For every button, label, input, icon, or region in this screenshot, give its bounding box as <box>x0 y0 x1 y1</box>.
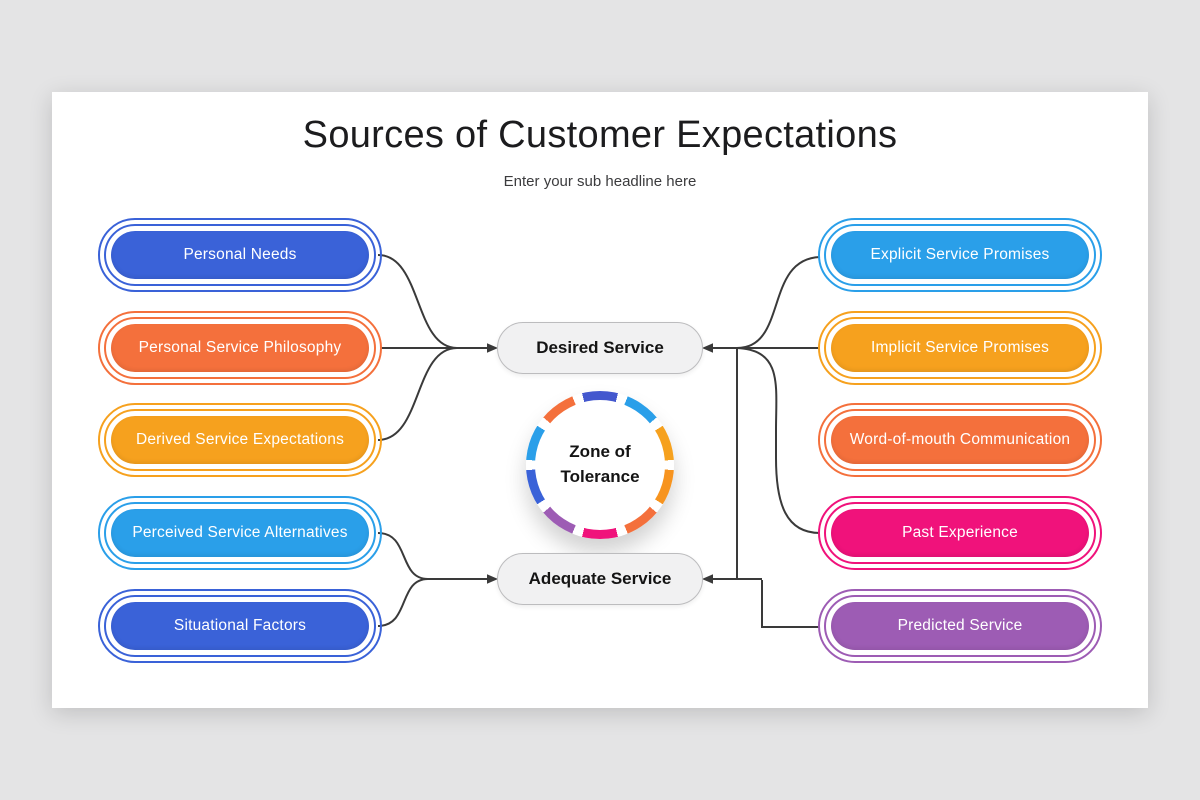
node-label: Adequate Service <box>528 569 672 588</box>
node-label: Perceived Service Alternatives <box>111 509 369 557</box>
page-title: Sources of Customer Expectations <box>302 114 898 156</box>
node-explicit-service-promises: Explicit Service Promises <box>818 218 1102 292</box>
node-personal-needs: Personal Needs <box>98 218 382 292</box>
node-perceived-service-alternatives: Perceived Service Alternatives <box>98 496 382 570</box>
node-implicit-service-promises: Implicit Service Promises <box>818 311 1102 385</box>
node-label: Personal Needs <box>111 231 369 279</box>
node-word-of-mouth-communication: Word-of-mouth Communication <box>818 403 1102 477</box>
node-ring: Derived Service Expectations <box>104 409 376 471</box>
node-past-experience: Past Experience <box>818 496 1102 570</box>
node-ring: Personal Needs <box>104 224 376 286</box>
node-ring: Predicted Service <box>824 595 1096 657</box>
node-desired-service: Desired Service <box>497 322 703 374</box>
node-situational-factors: Situational Factors <box>98 589 382 663</box>
node-label: Predicted Service <box>831 602 1089 650</box>
node-label: Personal Service Philosophy <box>111 324 369 372</box>
node-label: Word-of-mouth Communication <box>831 416 1089 464</box>
node-adequate-service: Adequate Service <box>497 553 703 605</box>
page-subtitle: Enter your sub headline here <box>503 173 697 190</box>
node-derived-service-expectations: Derived Service Expectations <box>98 403 382 477</box>
zone-inner-circle: Zone of Tolerance <box>535 400 665 530</box>
node-label: Situational Factors <box>111 602 369 650</box>
node-label: Explicit Service Promises <box>831 231 1089 279</box>
zone-label: Zone of Tolerance <box>560 442 640 486</box>
zone-of-tolerance: Zone of Tolerance <box>526 391 674 539</box>
node-personal-service-philosophy: Personal Service Philosophy <box>98 311 382 385</box>
node-label: Derived Service Expectations <box>111 416 369 464</box>
node-ring: Perceived Service Alternatives <box>104 502 376 564</box>
node-label: Past Experience <box>831 509 1089 557</box>
node-label: Desired Service <box>536 338 664 357</box>
node-ring: Past Experience <box>824 502 1096 564</box>
node-ring: Situational Factors <box>104 595 376 657</box>
node-ring: Personal Service Philosophy <box>104 317 376 379</box>
node-predicted-service: Predicted Service <box>818 589 1102 663</box>
node-label: Implicit Service Promises <box>831 324 1089 372</box>
node-ring: Implicit Service Promises <box>824 317 1096 379</box>
node-ring: Word-of-mouth Communication <box>824 409 1096 471</box>
node-ring: Explicit Service Promises <box>824 224 1096 286</box>
